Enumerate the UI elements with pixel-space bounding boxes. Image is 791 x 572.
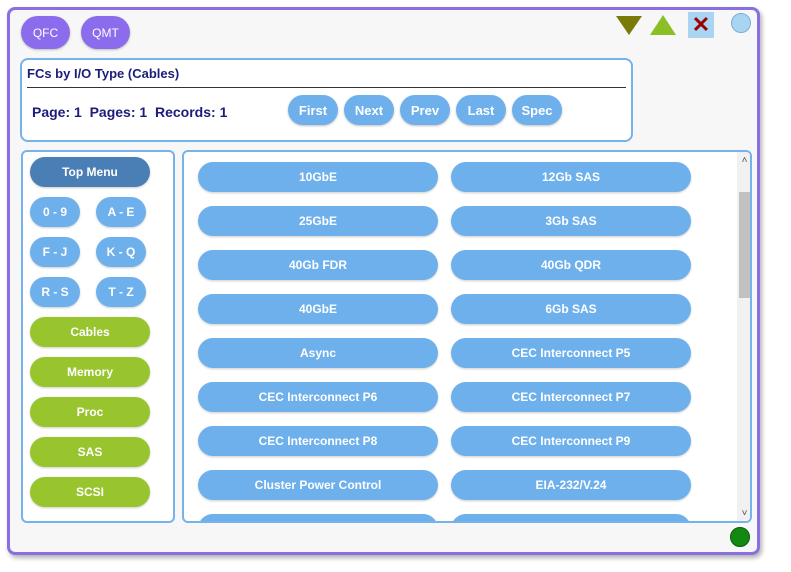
range-t-z-button[interactable]: T - Z — [96, 277, 146, 307]
list-item[interactable] — [451, 514, 691, 521]
list-item[interactable]: 3Gb SAS — [451, 206, 691, 236]
category-memory-button[interactable]: Memory — [30, 357, 150, 387]
scroll-thumb[interactable] — [739, 192, 750, 298]
results-list: 10GbE 12Gb SAS 25GbE 3Gb SAS 40Gb FDR 40… — [184, 152, 737, 521]
last-button[interactable]: Last — [456, 95, 506, 125]
circle-icon[interactable] — [731, 13, 751, 33]
page-label: Page: — [32, 104, 71, 120]
prev-button[interactable]: Prev — [400, 95, 450, 125]
pages-value: 1 — [139, 104, 148, 120]
pages-label: Pages: — [89, 104, 136, 120]
pagination-stats: Page: 1 Pages: 1 Records: 1 — [32, 104, 227, 120]
close-icon[interactable]: ✕ — [688, 12, 714, 38]
list-item[interactable]: CEC Interconnect P5 — [451, 338, 691, 368]
records-value: 1 — [219, 104, 228, 120]
list-item[interactable]: CEC Interconnect P9 — [451, 426, 691, 456]
next-button[interactable]: Next — [344, 95, 394, 125]
page-value: 1 — [74, 104, 82, 120]
list-item[interactable]: 25GbE — [198, 206, 438, 236]
range-k-q-button[interactable]: K - Q — [96, 237, 146, 267]
status-indicator-icon — [730, 527, 750, 547]
title-divider — [27, 87, 626, 88]
range-a-e-button[interactable]: A - E — [96, 197, 146, 227]
category-scsi-button[interactable]: SCSI — [30, 477, 150, 507]
range-0-9-button[interactable]: 0 - 9 — [30, 197, 80, 227]
list-item[interactable]: CEC Interconnect P6 — [198, 382, 438, 412]
list-item[interactable]: 40GbE — [198, 294, 438, 324]
scroll-down-icon[interactable]: ˅ — [741, 507, 748, 519]
list-item[interactable] — [198, 514, 438, 521]
results-scrollbar[interactable]: ˄ ˅ — [737, 152, 750, 521]
app-window: QFC QMT ✕ FCs by I/O Type (Cables) Page:… — [7, 7, 760, 555]
scroll-up-icon[interactable]: ˄ — [741, 154, 748, 166]
list-item[interactable]: 10GbE — [198, 162, 438, 192]
list-item[interactable]: EIA-232/V.24 — [451, 470, 691, 500]
list-item[interactable]: CEC Interconnect P8 — [198, 426, 438, 456]
info-panel: FCs by I/O Type (Cables) Page: 1 Pages: … — [20, 58, 633, 142]
range-f-j-button[interactable]: F - J — [30, 237, 80, 267]
list-item[interactable]: CEC Interconnect P7 — [451, 382, 691, 412]
list-item[interactable]: Cluster Power Control — [198, 470, 438, 500]
list-item[interactable]: 40Gb QDR — [451, 250, 691, 280]
category-sas-button[interactable]: SAS — [30, 437, 150, 467]
list-item[interactable]: 40Gb FDR — [198, 250, 438, 280]
top-menu-button[interactable]: Top Menu — [30, 157, 150, 187]
qfc-button[interactable]: QFC — [21, 16, 70, 49]
spec-button[interactable]: Spec — [512, 95, 562, 125]
list-item[interactable]: 12Gb SAS — [451, 162, 691, 192]
triangle-up-icon[interactable] — [650, 15, 676, 35]
left-menu-panel: Top Menu 0 - 9 A - E F - J K - Q R - S T… — [21, 150, 175, 523]
list-item[interactable]: 6Gb SAS — [451, 294, 691, 324]
category-proc-button[interactable]: Proc — [30, 397, 150, 427]
range-r-s-button[interactable]: R - S — [30, 277, 80, 307]
triangle-down-icon[interactable] — [616, 16, 642, 35]
page-title: FCs by I/O Type (Cables) — [27, 66, 180, 81]
list-item[interactable]: Async — [198, 338, 438, 368]
records-label: Records: — [154, 104, 216, 120]
first-button[interactable]: First — [288, 95, 338, 125]
category-cables-button[interactable]: Cables — [30, 317, 150, 347]
results-panel: 10GbE 12Gb SAS 25GbE 3Gb SAS 40Gb FDR 40… — [182, 150, 752, 523]
qmt-button[interactable]: QMT — [81, 16, 130, 49]
